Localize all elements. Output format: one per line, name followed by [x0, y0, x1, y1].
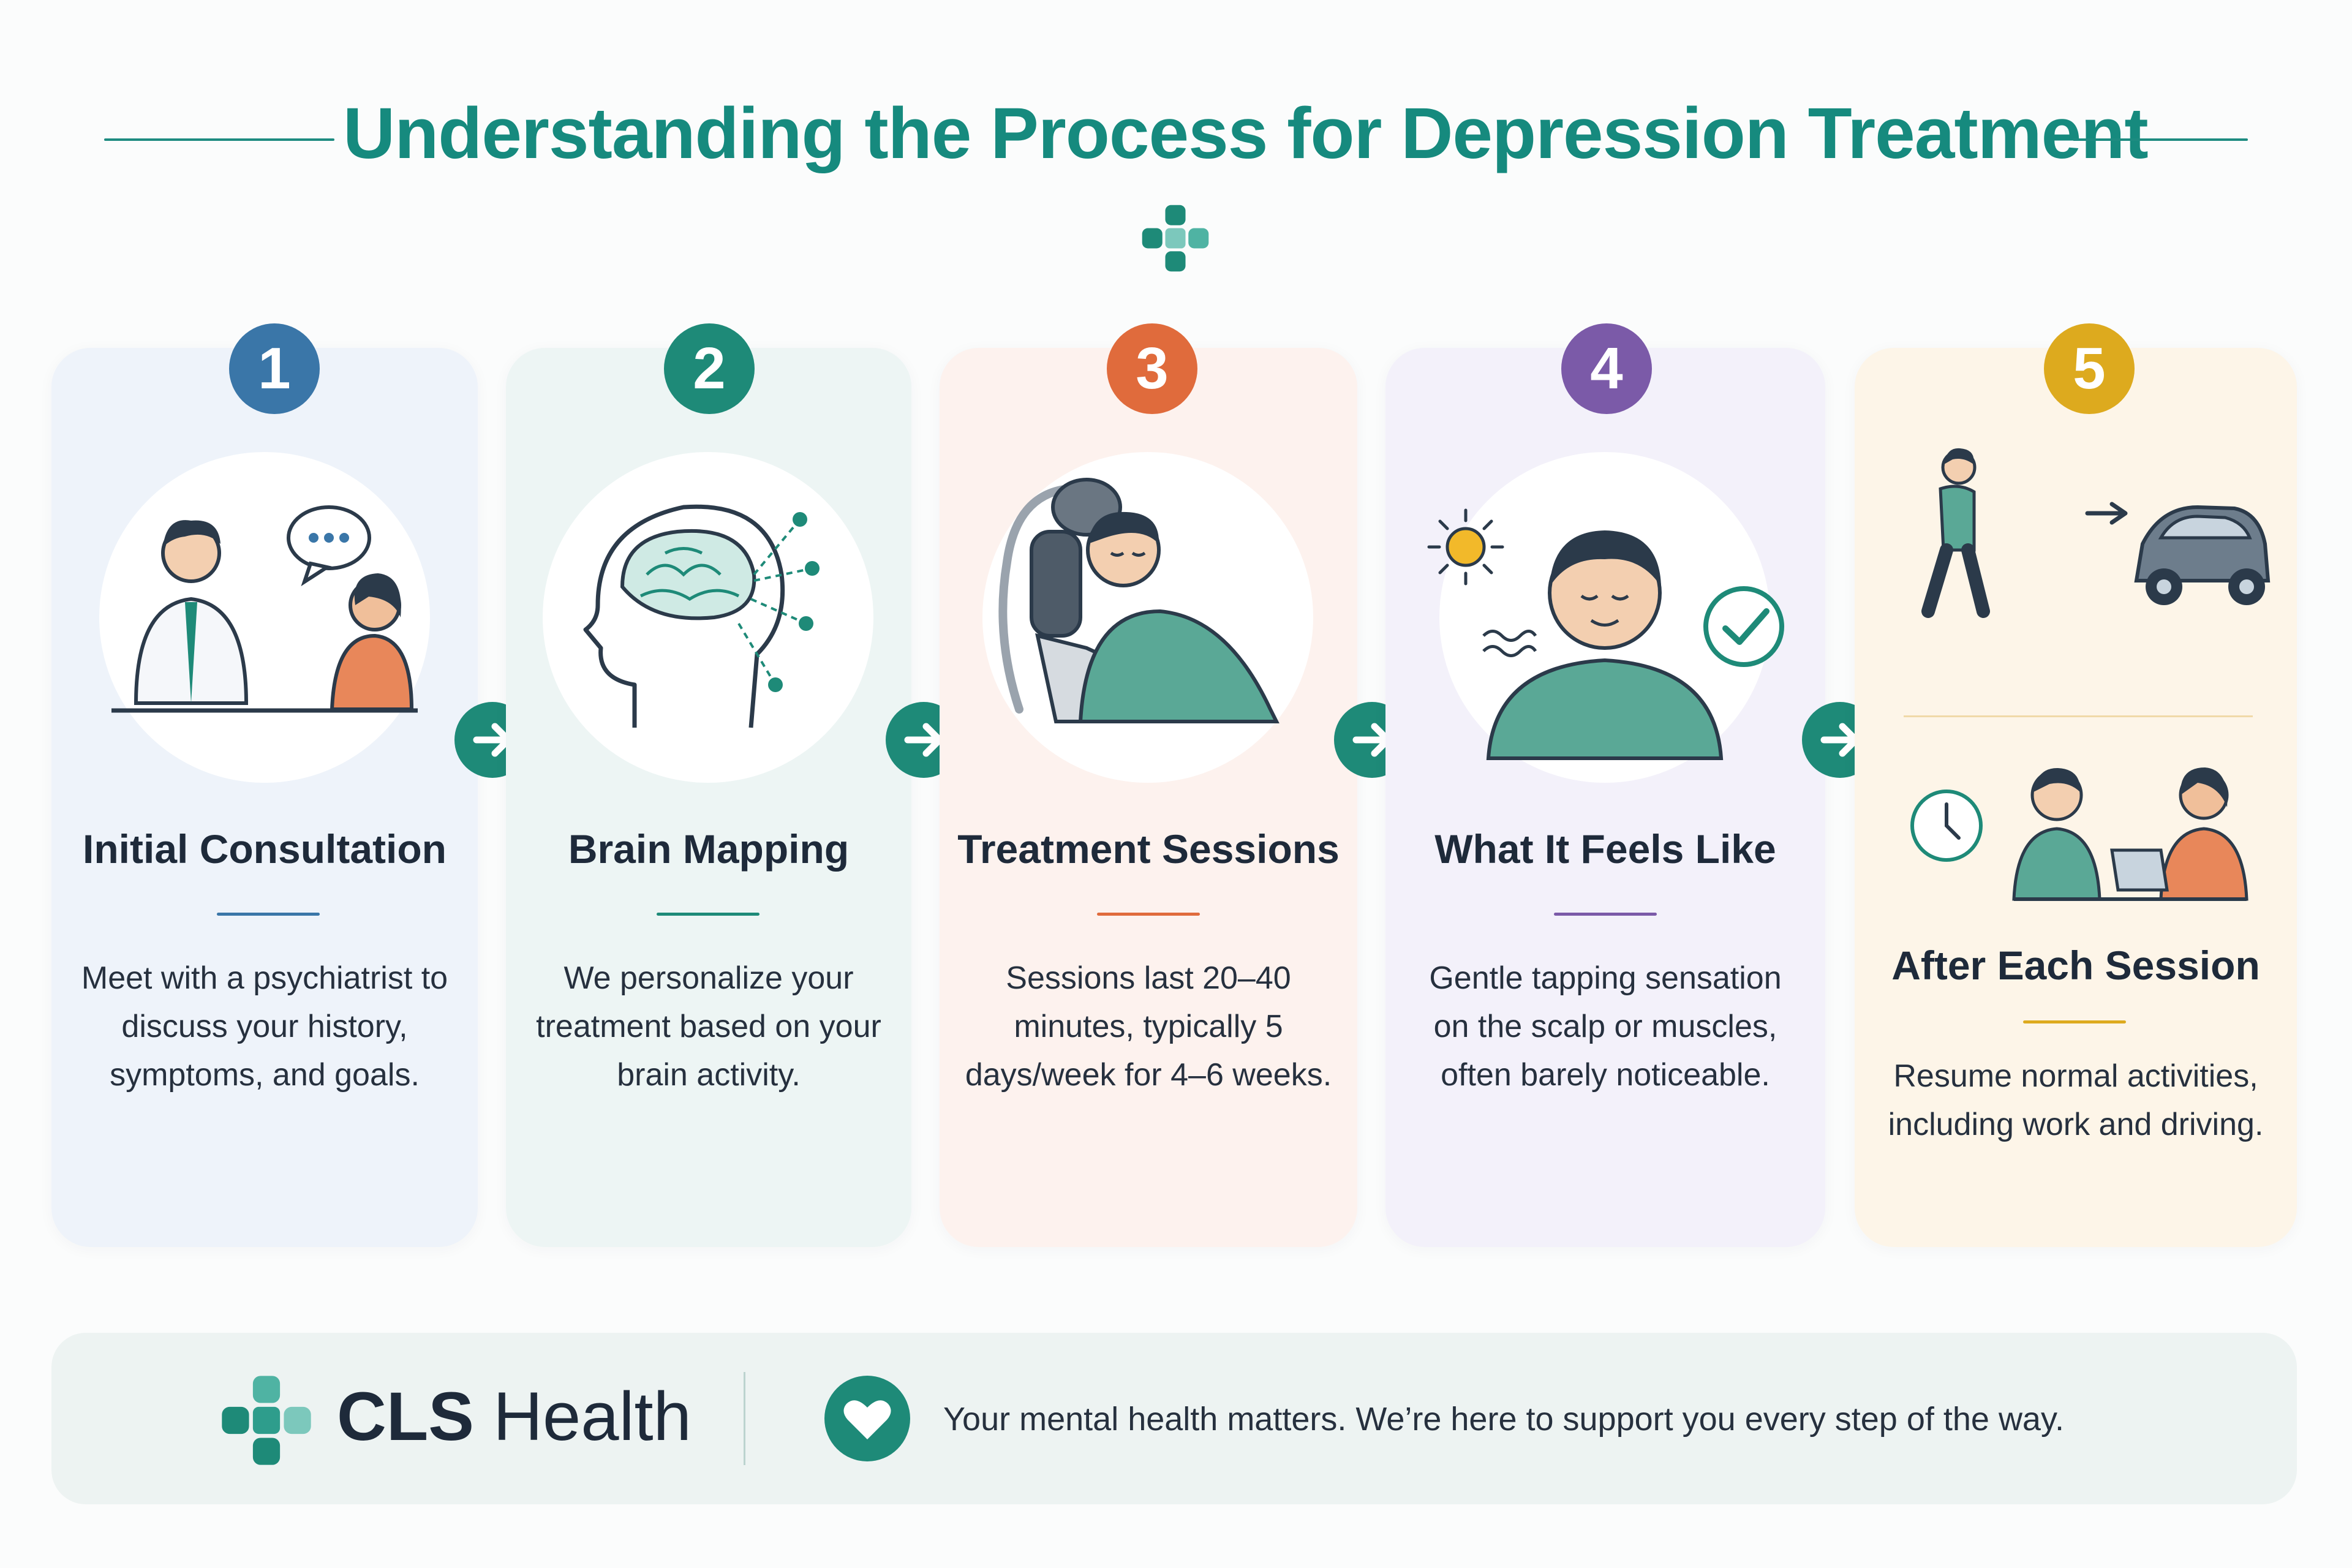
title-rule-right	[2073, 138, 2248, 141]
walking-to-car-icon	[1921, 448, 2271, 618]
health-cross-logo-icon	[1142, 205, 1209, 272]
step-title-underline	[1554, 913, 1657, 916]
step-number-badge: 4	[1561, 323, 1652, 414]
checkmark-icon	[1703, 586, 1784, 667]
step-description: Gentle tapping sensation on the scalp or…	[1429, 960, 1782, 1093]
step-number-badge: 1	[229, 323, 320, 414]
step-number-badge: 3	[1107, 323, 1197, 414]
brain-mapping-icon	[543, 452, 873, 783]
step-title: After Each Session	[1891, 943, 2260, 988]
step-description: Resume normal activities, including work…	[1888, 1058, 2264, 1142]
step-card-treatment-sessions: 3 Treatment Sessions Sessions last 20–40…	[940, 323, 1357, 1247]
step-description: Sessions last 20–40 minutes, typically 5…	[965, 960, 1332, 1093]
step-title-underline	[657, 913, 760, 916]
step-title-underline	[2023, 1020, 2126, 1023]
step-title: Initial Consultation	[83, 826, 447, 872]
working-with-laptop-icon	[1910, 767, 2248, 901]
footer-banner: CLS Health Your mental health matters. W…	[51, 1333, 2297, 1504]
step-title: Brain Mapping	[568, 826, 850, 872]
wave-sensation-icon	[1482, 630, 1537, 657]
step-title-underline	[217, 913, 320, 916]
title-rule-left	[104, 138, 334, 141]
brand-name-regular: Health	[493, 1378, 692, 1455]
support-message: Your mental health matters. We’re here t…	[943, 1401, 2064, 1438]
step-card-after-each-session: 5 After Each Session Resume n	[1855, 323, 2297, 1247]
step-title: Treatment Sessions	[957, 826, 1340, 872]
page-title: Understanding the Process for Depression…	[343, 93, 2149, 174]
step-number-badge: 5	[2044, 323, 2135, 414]
step-number-badge: 2	[664, 323, 755, 414]
step-title: What It Feels Like	[1434, 826, 1776, 872]
cls-health-logo-icon	[222, 1376, 311, 1465]
step-card-brain-mapping: 2 Brain Mapping We personalize your trea…	[506, 323, 911, 1247]
step-title-underline	[1097, 913, 1200, 916]
step-description: Meet with a psychiatrist to discuss your…	[81, 960, 448, 1093]
step-card-what-it-feels-like: 4 What It Feels Lik	[1385, 323, 1825, 1247]
step-card-initial-consultation: 1 Initial Consultation Meet with a psych…	[51, 323, 478, 1247]
illustration-divider	[1904, 715, 2253, 717]
footer-divider	[744, 1372, 745, 1465]
brand-name-bold: CLS	[337, 1378, 474, 1455]
brand-name: CLS Health	[337, 1377, 692, 1456]
sun-icon	[1427, 508, 1504, 586]
doctor-patient-consultation-icon	[99, 452, 430, 783]
step-description: We personalize your treatment based on y…	[536, 960, 881, 1093]
heart-icon	[824, 1376, 910, 1461]
patient-in-treatment-chair-icon	[982, 452, 1313, 783]
